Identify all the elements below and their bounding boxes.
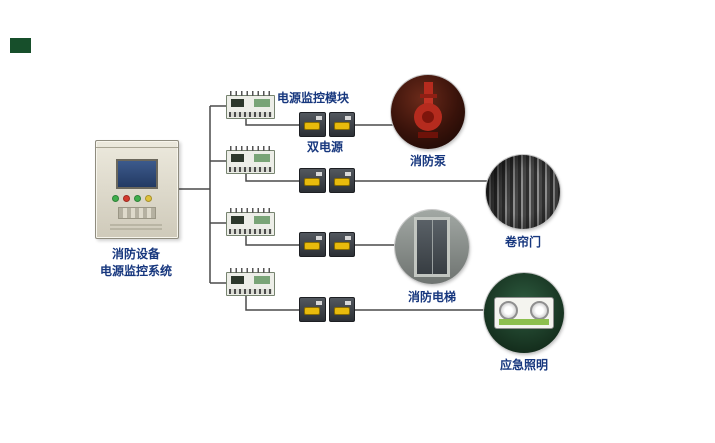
fire-pump-label: 消防泵	[409, 154, 447, 168]
module-led-panel	[254, 154, 270, 162]
emergency-light-box	[494, 297, 554, 329]
indicator-green	[134, 195, 141, 202]
cabinet-indicator-row	[112, 195, 152, 202]
module-display	[231, 154, 244, 162]
module-display	[231, 99, 244, 107]
emergency-light-strip	[499, 319, 549, 325]
system-title-line1: 消防设备	[111, 247, 161, 261]
roller-door-label: 卷帘门	[504, 235, 542, 249]
dual-power-switch-1	[299, 112, 355, 137]
dual-power-annotation: 双电源	[307, 140, 344, 154]
dual-power-switch-4	[299, 297, 355, 322]
cabinet-display-screen	[116, 159, 158, 189]
switch-unit	[299, 112, 326, 137]
module-led-panel	[254, 276, 270, 284]
power-monitor-module-4	[226, 268, 275, 296]
fire-pump-illustration	[414, 82, 442, 138]
emergency-lamp-right	[530, 301, 549, 320]
switch-unit	[328, 297, 355, 322]
roller-door-photo	[486, 155, 560, 229]
switch-unit	[299, 297, 326, 322]
power-monitor-module-1	[226, 91, 275, 119]
module-display	[231, 276, 244, 284]
emergency-light-photo	[484, 273, 564, 353]
system-title-line2: 电源监控系统	[99, 264, 173, 278]
module-display	[231, 216, 244, 224]
switch-unit	[328, 112, 355, 137]
cabinet-keypad	[118, 207, 156, 219]
emergency-lamp-left	[499, 301, 518, 320]
fire-elevator-photo	[395, 210, 469, 284]
cabinet-vent	[110, 224, 162, 232]
monitoring-cabinet	[95, 140, 179, 239]
fire-elevator-label: 消防电梯	[407, 290, 457, 304]
indicator-red	[123, 195, 130, 202]
module-led-panel	[254, 216, 270, 224]
emergency-light-label: 应急照明	[499, 358, 549, 372]
switch-unit	[299, 232, 326, 257]
indicator-yellow	[145, 195, 152, 202]
switch-unit	[328, 232, 355, 257]
switch-unit	[299, 168, 326, 193]
logo	[10, 38, 31, 53]
module-led-panel	[254, 99, 270, 107]
dual-power-switch-2	[299, 168, 355, 193]
power-monitor-module-2	[226, 146, 275, 174]
dual-power-switch-3	[299, 232, 355, 257]
fire-pump-photo	[391, 75, 465, 149]
elevator-door	[414, 217, 450, 277]
module-annotation: 电源监控模块	[277, 91, 350, 105]
power-monitor-module-3	[226, 208, 275, 236]
system-title: 消防设备 电源监控系统	[100, 246, 172, 280]
indicator-green	[112, 195, 119, 202]
switch-unit	[328, 168, 355, 193]
cabinet-top-band	[96, 147, 178, 148]
